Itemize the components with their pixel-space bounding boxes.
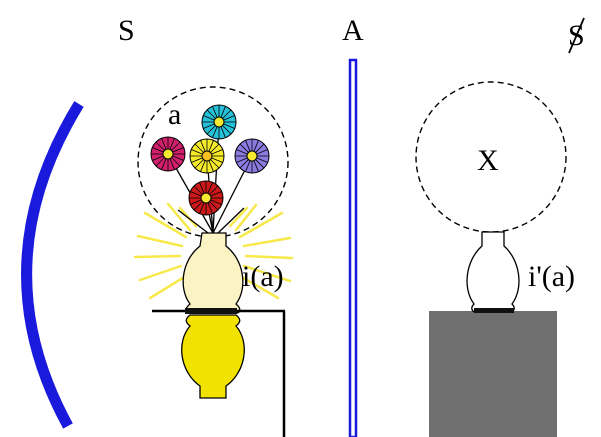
concave-mirror <box>21 101 84 429</box>
vase-real-inverted <box>181 314 245 399</box>
gray-box <box>429 311 557 437</box>
label-s: S <box>118 14 135 47</box>
flower-violet <box>234 138 270 174</box>
label-small-a: a <box>168 98 181 131</box>
label-i-a: i(a) <box>242 260 284 293</box>
flat-mirror-a <box>348 58 358 437</box>
label-x: X <box>477 144 499 177</box>
flower-red <box>188 180 224 216</box>
vase-virtual-base <box>474 308 514 313</box>
label-a: A <box>342 14 364 47</box>
vase-image-upright <box>182 232 244 314</box>
candle-glow-rays <box>133 202 294 300</box>
object-circle <box>137 86 289 238</box>
label-s-strike <box>568 17 585 54</box>
flower-yellow <box>189 138 225 174</box>
vase-base-plate <box>185 308 237 314</box>
virtual-circle <box>415 81 567 233</box>
flower-cyan <box>201 104 237 140</box>
vase-virtual <box>466 231 520 313</box>
flower-magenta <box>150 136 186 172</box>
label-i-prime-a: i'(a) <box>528 260 575 293</box>
